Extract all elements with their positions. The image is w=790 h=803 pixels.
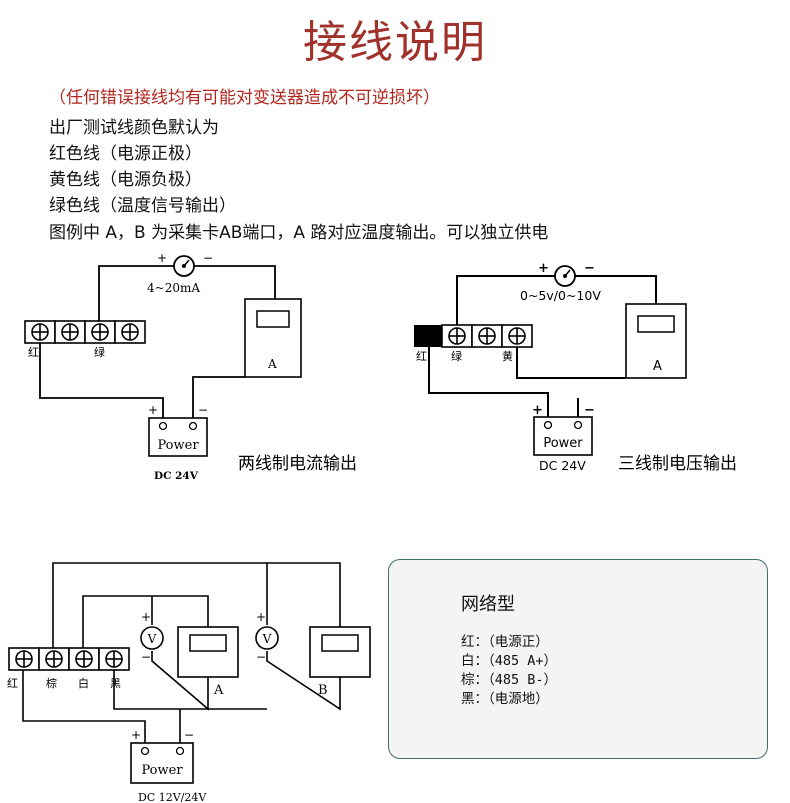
voltmeter-icon: V [255,626,279,650]
intro-line: 红色线（电源正极） [49,144,202,164]
minus-sign: − [203,251,213,265]
power-voltage: DC 12V/24V [138,791,207,803]
meter-symbol: V [147,632,157,646]
intro-line: 黄色线（电源负极） [49,170,202,190]
intro-line: 绿色线（温度信号输出） [49,196,236,216]
device-label: A [653,359,662,374]
plus-sign: + [148,403,158,417]
plus-sign: + [538,261,549,276]
signal-label: 4~20mA [147,281,200,295]
network-wires [22,562,341,745]
terminal-label-red: 红 [28,346,39,359]
intro-line: 出厂测试线颜色默认为 [49,118,219,138]
terminal-label-black: 黑 [110,677,121,690]
wiring-warning: （任何错误接线均有可能对变送器造成不可逆损坏） [49,88,440,108]
device-label-a: A [213,683,224,698]
signal-label: 0~5v/0~10V [520,288,601,303]
plus-sign: + [131,728,141,742]
wire-spec-row: 白：（485 A+） [461,653,558,669]
minus-sign: − [141,650,151,664]
network-type-title: 网络型 [461,594,515,615]
minus-sign: − [256,650,266,664]
diagram-caption: 两线制电流输出 [238,454,357,474]
page-title: 接线说明 [303,17,487,68]
device-label-b: B [318,683,328,698]
voltmeter-icon: V [140,626,164,650]
voltmeter-icon [554,265,576,287]
wire-spec-row: 黑：（电源地） [461,691,549,707]
minus-sign: − [584,403,595,418]
device-label: A [267,357,277,371]
terminal-label-white: 白 [78,676,89,690]
plus-sign: + [141,610,151,624]
plus-sign: + [532,403,543,418]
terminal-label-red: 红 [416,350,427,363]
wire-spec-row: 棕：（485 B-） [461,672,558,688]
power-label: Power [141,763,183,778]
terminal-label-red: 红 [7,677,18,690]
device-a: A [177,626,239,698]
terminal-label-green: 绿 [94,345,105,359]
power-voltage: DC 24V [154,470,199,482]
power-label: Power [157,438,199,453]
minus-sign: − [198,403,208,417]
ammeter-icon [173,255,195,277]
plus-sign: + [256,610,266,624]
two-wire-wires [39,265,276,422]
meter-symbol: V [262,632,272,646]
two-wire-diagram: 红 绿 + − 4~20mA A + − Power DC 24V [24,251,357,482]
terminal-label-yellow: 黄 [502,349,513,363]
power-supply: Power [130,742,194,784]
terminal-label-brown: 棕 [46,676,57,690]
terminal-block [24,320,146,344]
minus-sign: − [184,728,194,742]
terminal-block [8,647,130,671]
three-wire-diagram: 红 绿 黄 + − 0~5v/0~10V A + − Power [414,261,737,474]
wire-spec-row: 红：（电源正） [461,634,549,650]
intro-line: 图例中 A，B 为采集卡AB端口，A 路对应温度输出。可以独立供电 [49,223,549,243]
network-info-panel: 网络型 红：（电源正） 白：（485 A+） 棕：（485 B-） 黑：（电源地… [388,559,768,759]
device-a: A [625,303,687,379]
network-diagram: 红 棕 白 黑 V V + − + − A [7,562,371,803]
device-b: B [309,626,371,698]
power-supply: Power [533,416,593,456]
plus-sign: + [157,251,167,265]
terminal-label-green: 绿 [451,349,462,363]
power-voltage: DC 24V [539,458,586,473]
diagram-caption: 三线制电压输出 [618,454,737,474]
device-a: A [244,298,302,378]
power-supply: Power [148,417,208,457]
power-label: Power [543,436,583,451]
terminal-block [414,324,533,348]
minus-sign: − [584,261,595,276]
